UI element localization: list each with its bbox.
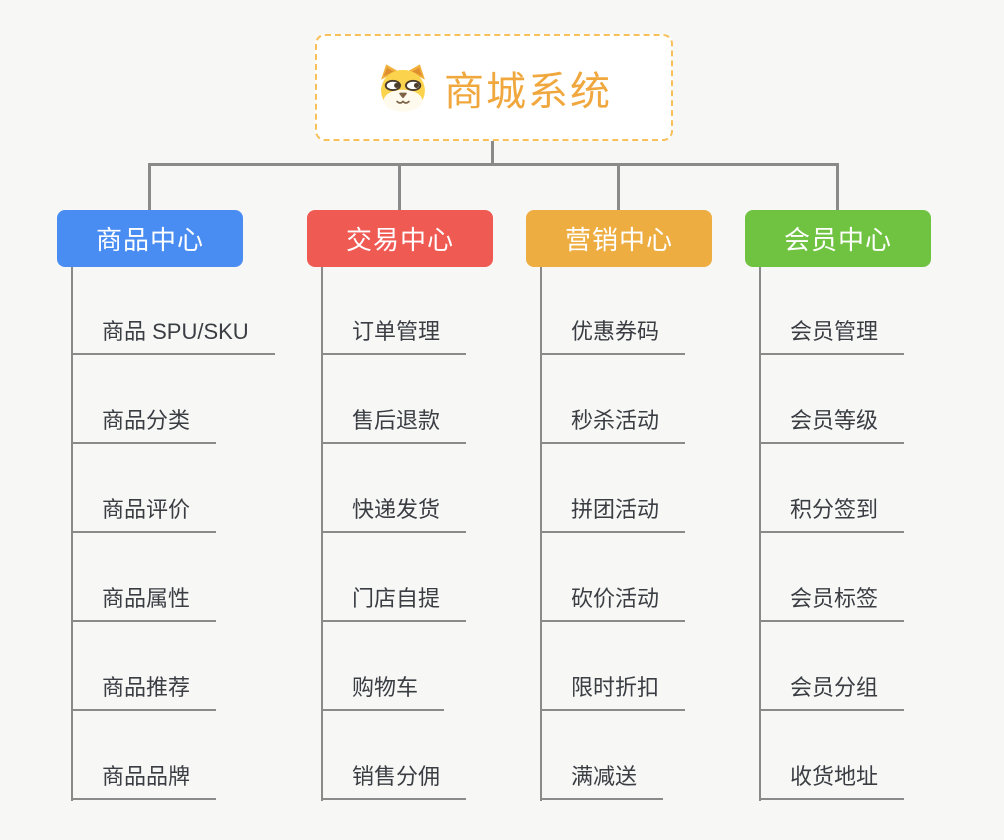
topic-item[interactable]: 砍价活动 — [540, 584, 686, 622]
root-topic[interactable]: 商城系统 — [315, 34, 673, 141]
dog-face-icon — [381, 63, 425, 112]
topic-item[interactable]: 商品属性 — [71, 584, 217, 622]
topic-item[interactable]: 订单管理 — [321, 317, 467, 355]
topic-item[interactable]: 门店自提 — [321, 584, 467, 622]
topic-item[interactable]: 会员标签 — [759, 584, 905, 622]
topic-item[interactable]: 商品推荐 — [71, 673, 217, 711]
connector-drop-2 — [398, 163, 401, 210]
topic-item[interactable]: 快递发货 — [321, 495, 467, 533]
connector-drop-1 — [148, 163, 151, 210]
branch-trunk-products — [71, 267, 73, 801]
topic-item[interactable]: 会员等级 — [759, 406, 905, 444]
branch-topic-products[interactable]: 商品中心 — [57, 210, 243, 267]
topic-item[interactable]: 购物车 — [321, 673, 445, 711]
connector-bus — [148, 163, 839, 166]
topic-item[interactable]: 优惠券码 — [540, 317, 686, 355]
branch-trunk-trade — [321, 267, 323, 801]
topic-item[interactable]: 限时折扣 — [540, 673, 686, 711]
topic-item[interactable]: 商品 SPU/SKU — [71, 317, 275, 355]
topic-item[interactable]: 商品分类 — [71, 406, 217, 444]
root-topic-label: 商城系统 — [444, 69, 612, 114]
connector-root-stub — [491, 141, 494, 165]
topic-item[interactable]: 售后退款 — [321, 406, 467, 444]
branch-topic-trade[interactable]: 交易中心 — [307, 210, 493, 267]
branch-topic-marketing[interactable]: 营销中心 — [526, 210, 712, 267]
topic-item[interactable]: 会员管理 — [759, 317, 905, 355]
topic-item[interactable]: 会员分组 — [759, 673, 905, 711]
topic-item[interactable]: 销售分佣 — [321, 762, 467, 800]
topic-item[interactable]: 秒杀活动 — [540, 406, 686, 444]
topic-item[interactable]: 商品评价 — [71, 495, 217, 533]
topic-item[interactable]: 满减送 — [540, 762, 664, 800]
topic-item[interactable]: 收货地址 — [759, 762, 905, 800]
topic-item[interactable]: 商品品牌 — [71, 762, 217, 800]
topic-item[interactable]: 拼团活动 — [540, 495, 686, 533]
branch-trunk-marketing — [540, 267, 542, 801]
branch-topic-members[interactable]: 会员中心 — [745, 210, 931, 267]
branch-trunk-members — [759, 267, 761, 801]
connector-drop-3 — [617, 163, 620, 210]
topic-item[interactable]: 积分签到 — [759, 495, 905, 533]
connector-drop-4 — [836, 163, 839, 210]
